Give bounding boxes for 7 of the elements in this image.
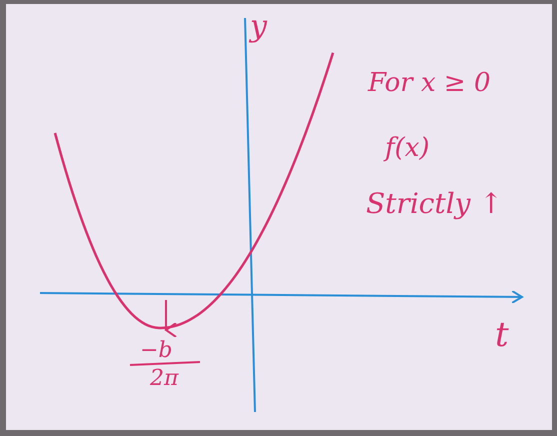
axis-label: y — [250, 12, 267, 42]
function-label: f(x) — [385, 135, 430, 161]
denominator-text: 2π — [150, 368, 178, 390]
numerator-text: −b — [140, 340, 173, 362]
axis-label: t — [495, 318, 509, 352]
condition-text: For x ≥ 0 — [368, 70, 490, 96]
note-text: Strictly ↑ — [366, 190, 503, 218]
